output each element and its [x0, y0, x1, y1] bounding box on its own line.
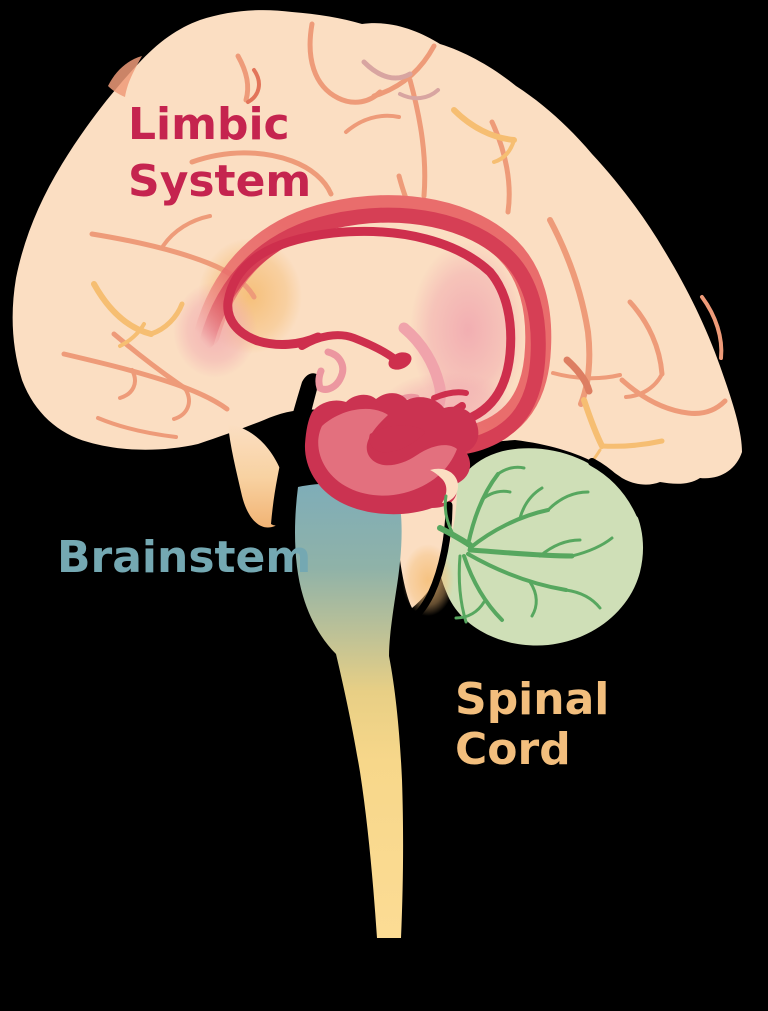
temporal-pole — [228, 424, 287, 528]
label-brainstem: Brainstem — [57, 532, 312, 583]
edge-notch — [108, 56, 142, 97]
fornix-teardrop — [388, 352, 412, 370]
limbic-system-region — [194, 195, 552, 455]
cerebellum-veins — [437, 465, 614, 624]
label-spinal-line2: Cord — [455, 724, 571, 775]
label-spinal-line1: Spinal — [455, 674, 610, 725]
cortex-sulci-dark — [246, 68, 593, 395]
thalamus-inner — [318, 408, 457, 496]
crevice — [271, 373, 320, 526]
label-spinal-cord: Spinal Cord — [455, 675, 609, 775]
label-limbic-line2: System — [128, 156, 312, 207]
cingulate-band-inner — [199, 207, 546, 455]
fornix — [298, 331, 400, 364]
thalamus — [304, 393, 479, 515]
thalamus-tongue — [369, 425, 426, 453]
label-limbic-system: Limbic System — [128, 96, 311, 210]
splenium-dash-1 — [431, 389, 469, 401]
label-limbic-line1: Limbic — [128, 99, 290, 150]
corpus-callosum-line — [223, 226, 516, 430]
brainstem-region — [295, 483, 404, 938]
thalamus-notch — [430, 468, 459, 503]
cortex-sulci — [61, 21, 728, 439]
cerebellum-shape — [437, 448, 644, 646]
anterior-comma — [315, 348, 347, 393]
cortex-sulci-mauve — [361, 59, 440, 101]
